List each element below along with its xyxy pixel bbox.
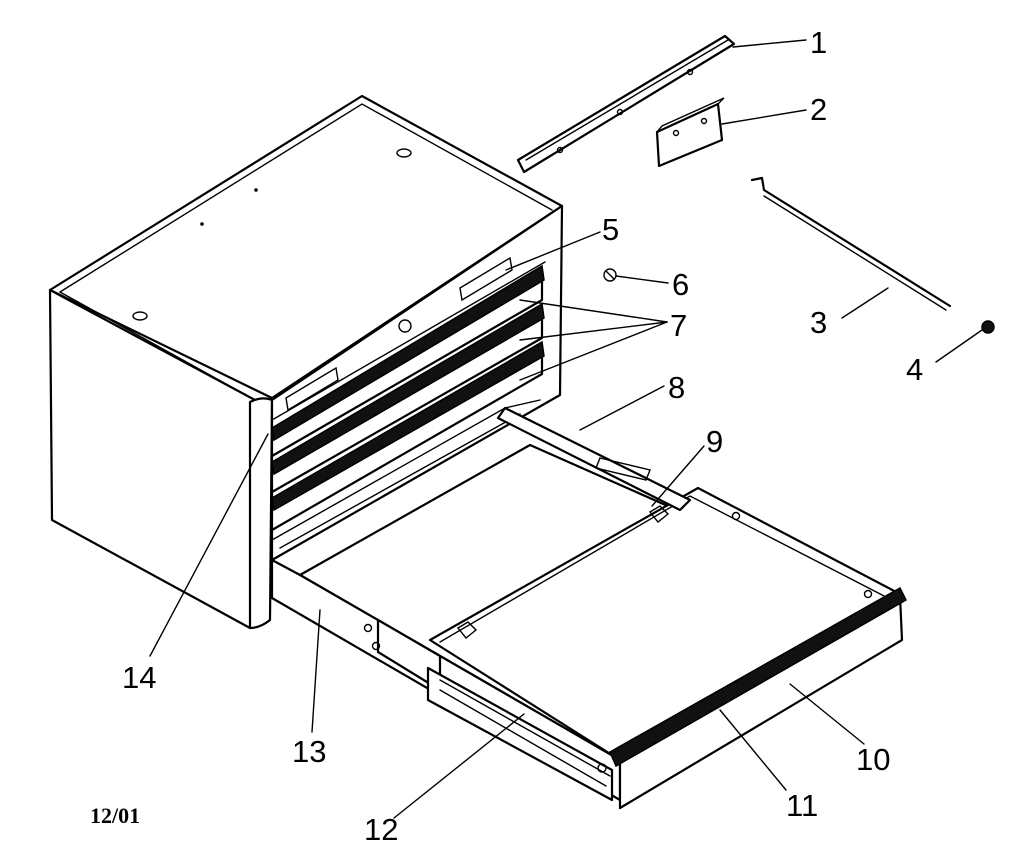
callout-1: 1 [810, 25, 827, 60]
callout-labels: 1 2 3 4 5 6 7 8 9 10 11 12 13 14 12/01 [90, 25, 923, 847]
part-1-drawer-slide [516, 34, 736, 174]
callout-3: 3 [810, 305, 827, 340]
callout-8: 8 [668, 370, 685, 405]
callout-12: 12 [364, 812, 398, 847]
callout-2: 2 [810, 92, 827, 127]
callout-7: 7 [670, 308, 687, 343]
callout-14: 14 [122, 660, 156, 695]
date-code: 12/01 [90, 803, 140, 828]
callout-10: 10 [856, 742, 890, 777]
tool-chest-cabinet [48, 94, 564, 630]
part-6-screw [603, 268, 617, 282]
part-2-bracket [655, 97, 725, 168]
open-drawer [270, 406, 907, 810]
callout-5: 5 [602, 212, 619, 247]
callout-11: 11 [786, 788, 818, 823]
callout-4: 4 [906, 352, 923, 387]
callout-9: 9 [706, 424, 723, 459]
callout-13: 13 [292, 734, 326, 769]
part-4-nut [981, 320, 995, 334]
callout-6: 6 [672, 267, 689, 302]
part-3-rod [750, 176, 952, 311]
leader-lines [149, 39, 983, 819]
